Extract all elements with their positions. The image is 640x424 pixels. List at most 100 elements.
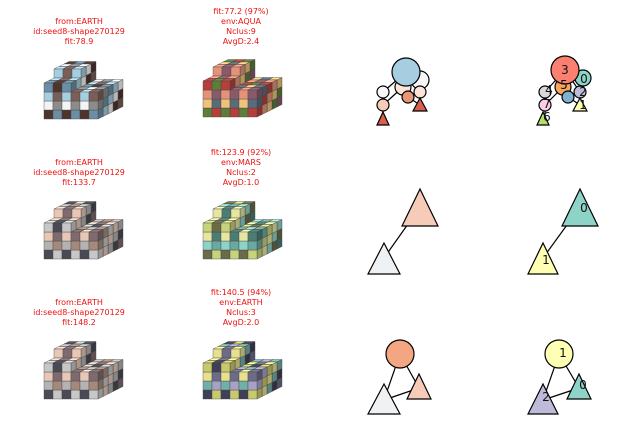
cluster-label: 2: [579, 85, 587, 99]
voxel-face: [247, 380, 258, 391]
voxel-face: [211, 231, 222, 242]
cluster-node: [391, 57, 421, 87]
cluster-label: 5: [560, 78, 568, 92]
voxel-face: [238, 89, 249, 100]
voxel-face: [220, 389, 231, 400]
voxel-face: [220, 80, 231, 91]
result-env: env:EARTH: [219, 298, 263, 307]
voxel-face: [52, 222, 63, 233]
voxel-face: [211, 107, 222, 118]
voxel-face: [61, 362, 72, 373]
result-env: env:AQUA: [221, 17, 261, 26]
voxel-face: [43, 109, 54, 120]
voxel-face: [229, 98, 240, 109]
cluster-label: 7: [543, 97, 551, 111]
voxel-face: [43, 222, 54, 233]
cluster-node: [527, 241, 559, 275]
cluster-label: 1: [579, 98, 587, 112]
voxel-face: [229, 389, 240, 400]
result-avgd: AvgD:1.0: [222, 178, 260, 187]
voxel-face: [211, 389, 222, 400]
voxel-face: [88, 380, 99, 391]
voxel-face: [61, 389, 72, 400]
voxel-face: [247, 249, 258, 260]
voxel-face: [43, 249, 54, 260]
voxel-face: [88, 249, 99, 260]
voxel-face: [211, 222, 222, 233]
voxel-face: [202, 240, 213, 251]
voxel-face: [79, 371, 90, 382]
voxel-face: [220, 222, 231, 233]
source-id: id:seed8-shape270129: [33, 168, 125, 177]
voxel-face: [88, 389, 99, 400]
voxel-face: [212, 348, 223, 359]
voxel-face: [52, 240, 63, 251]
voxel-face: [61, 231, 72, 242]
voxel-face: [229, 380, 240, 391]
voxel-face: [220, 231, 231, 242]
voxel-face: [70, 380, 81, 391]
cluster-graph-row-2-numbered: [527, 187, 599, 275]
voxel-face: [220, 362, 231, 373]
cluster-label: 1: [559, 346, 567, 360]
source-label-row-2: from:EARTH id:seed8-shape270129 fit:133.…: [4, 158, 154, 188]
voxel-face: [247, 231, 258, 242]
voxel-face: [88, 100, 99, 111]
voxel-face: [211, 371, 222, 382]
voxel-face: [61, 240, 72, 251]
voxel-face: [212, 208, 223, 219]
voxel-face: [61, 109, 72, 120]
voxel-face: [52, 249, 63, 260]
voxel-face: [52, 380, 63, 391]
cluster-node: [376, 85, 390, 99]
result-nclus: Nclus:2: [226, 168, 256, 177]
voxel-face: [79, 100, 90, 111]
cluster-graph-row-1-colored: [376, 57, 430, 126]
cluster-label: 0: [580, 72, 588, 86]
voxel-face: [238, 98, 249, 109]
voxel-face: [70, 371, 81, 382]
cluster-graph-row-2-colored: [367, 187, 439, 275]
source-fit: fit:78.9: [64, 37, 94, 46]
cluster-node: [538, 85, 552, 99]
voxel-face: [247, 240, 258, 251]
voxel-face: [229, 240, 240, 251]
voxel-face: [53, 348, 64, 359]
voxel-face: [71, 68, 82, 79]
voxel-face: [238, 240, 249, 251]
voxel-face: [43, 362, 54, 373]
voxel-face: [211, 240, 222, 251]
voxel-face: [247, 371, 258, 382]
cluster-node: [401, 90, 415, 104]
voxel-face: [202, 80, 213, 91]
voxel-face: [238, 231, 249, 242]
voxel-face: [211, 89, 222, 100]
result-fit: fit:123.9 (92%): [210, 148, 272, 157]
source-from: from:EARTH: [55, 158, 103, 167]
voxel-face: [221, 208, 232, 219]
cluster-graph-row-3-numbered: [527, 339, 592, 415]
cluster-label: 4: [545, 83, 553, 97]
voxel-face: [202, 222, 213, 233]
source-label-row-3: from:EARTH id:seed8-shape270129 fit:148.…: [4, 298, 154, 328]
voxel-face: [238, 371, 249, 382]
voxel-face: [230, 66, 241, 77]
cluster-graph-row-1-labels: 3 5 0 4 2 7 1 6: [543, 63, 588, 124]
voxel-face: [79, 109, 90, 120]
result-env: env:MARS: [221, 158, 261, 167]
voxel-face: [43, 91, 54, 102]
voxel-face: [211, 380, 222, 391]
voxel-face: [53, 68, 64, 79]
voxel-face: [229, 107, 240, 118]
voxel-face: [211, 98, 222, 109]
cluster-node: [413, 85, 427, 99]
cluster-label: 0: [579, 378, 587, 392]
voxel-face: [220, 240, 231, 251]
voxel-face: [70, 240, 81, 251]
voxel-face: [202, 98, 213, 109]
voxel-face: [52, 91, 63, 102]
voxel-face: [62, 348, 73, 359]
voxel-face: [61, 249, 72, 260]
cluster-graph-row-1-numbered: [536, 55, 592, 126]
voxel-face: [221, 348, 232, 359]
